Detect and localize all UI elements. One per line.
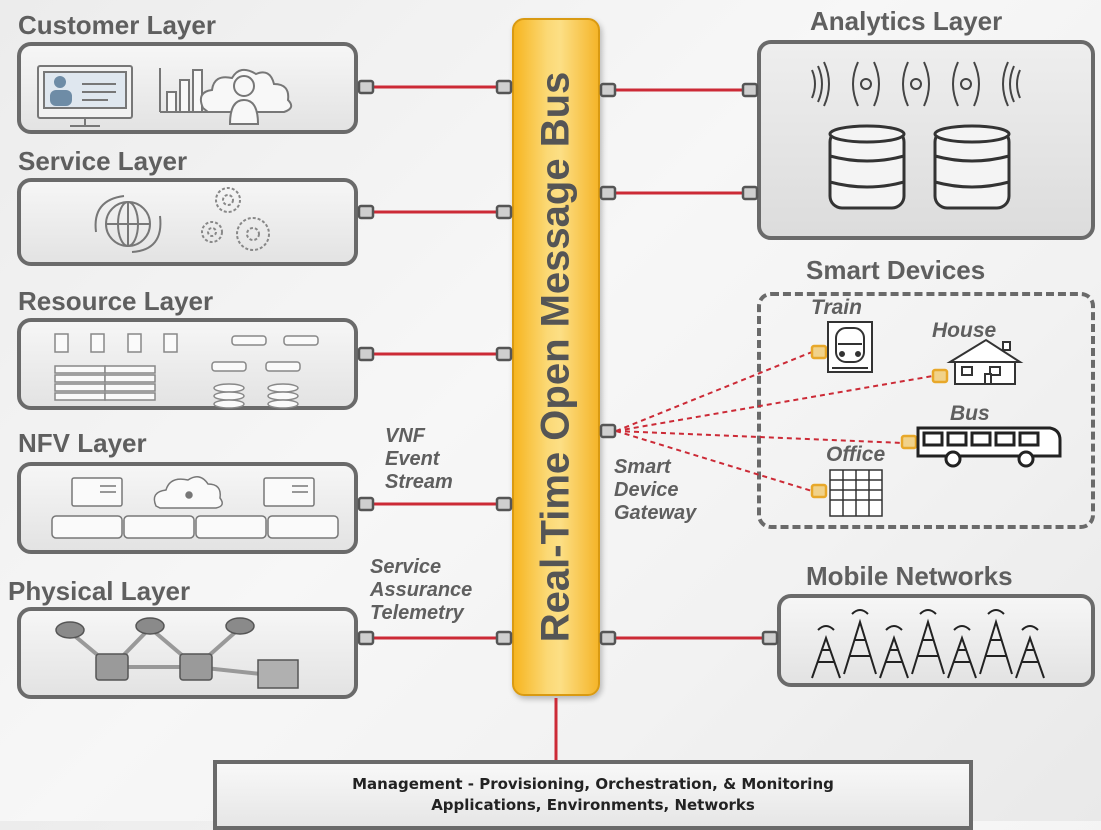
cloud-user-icon <box>199 68 293 125</box>
bar-chart-icon <box>159 68 212 113</box>
bus-port-mobile <box>599 630 617 646</box>
house-icon <box>946 338 1024 385</box>
bus-port-resource <box>495 346 513 362</box>
gateway-links <box>615 351 934 492</box>
bus-port-service <box>495 204 513 220</box>
mobile-port <box>761 630 779 646</box>
router-icons <box>55 617 299 689</box>
customer-port <box>357 79 375 95</box>
train-port <box>810 344 828 360</box>
bus-port-physical <box>495 630 513 646</box>
resource-port <box>357 346 375 362</box>
vnf-event-stream-label: VNF Event Stream <box>385 425 453 494</box>
management-line1: Management - Provisioning, Orchestration… <box>352 775 834 793</box>
physical-layer-box <box>17 607 358 699</box>
nfv-port <box>357 496 375 512</box>
monitor-icon <box>37 65 133 127</box>
servers-icon <box>54 333 178 401</box>
bus-port-nfv <box>495 496 513 512</box>
train-icon <box>827 321 873 373</box>
management-box: Management - Provisioning, Orchestration… <box>213 760 973 830</box>
analytics-port-1 <box>741 82 759 98</box>
service-layer-box <box>17 178 358 266</box>
nfv-layer-heading: NFV Layer <box>18 428 147 458</box>
assurance-label-line2: Assurance <box>370 579 473 601</box>
mobile-networks-heading: Mobile Networks <box>806 561 1013 591</box>
service-assurance-telemetry-label: Service Assurance Telemetry <box>370 556 472 625</box>
service-layer-heading: Service Layer <box>18 146 188 176</box>
service-port <box>357 204 375 220</box>
bus-port-analytics-1 <box>599 82 617 98</box>
data-stream-icon <box>811 61 1021 107</box>
bus-port-gateway <box>599 423 617 439</box>
gateway-label-line2: Device <box>614 479 679 501</box>
bus-port-analytics-2 <box>599 185 617 201</box>
analytics-layer-heading: Analytics Layer <box>810 6 1003 36</box>
physical-port <box>357 630 375 646</box>
vnf-label-line1: VNF <box>385 425 425 447</box>
vnf-icon <box>51 476 339 539</box>
house-label: House <box>932 319 997 342</box>
bus-device-port <box>900 434 918 450</box>
gears-icon <box>201 187 270 251</box>
analytics-port-2 <box>741 185 759 201</box>
storage-icon <box>211 335 319 409</box>
office-label: Office <box>826 443 886 466</box>
bus-label: Bus <box>950 402 990 425</box>
smart-devices-heading: Smart Devices <box>806 255 986 285</box>
office-building-icon <box>829 469 883 517</box>
cell-towers-icon <box>811 609 1045 679</box>
smart-devices-box <box>757 292 1095 529</box>
vnf-label-line2: Event <box>385 448 440 470</box>
customer-layer-heading: Customer Layer <box>18 10 216 40</box>
smart-device-gateway-label: Smart Device Gateway <box>614 456 696 525</box>
gateway-label-line1: Smart <box>614 456 671 478</box>
train-label: Train <box>811 296 862 319</box>
gateway-label-line3: Gateway <box>614 502 697 524</box>
house-port <box>931 368 949 384</box>
physical-layer-heading: Physical Layer <box>8 576 191 606</box>
vnf-label-line3: Stream <box>385 471 453 493</box>
message-bus <box>512 18 600 696</box>
office-port <box>810 483 828 499</box>
globe-icon <box>94 195 162 253</box>
assurance-label-line3: Telemetry <box>370 602 464 624</box>
database-icon <box>828 124 1011 210</box>
resource-layer-heading: Resource Layer <box>18 286 214 316</box>
bus-icon <box>916 426 1062 468</box>
management-line2: Applications, Environments, Networks <box>431 796 755 814</box>
assurance-label-line1: Service <box>370 556 442 578</box>
bus-port-customer <box>495 79 513 95</box>
